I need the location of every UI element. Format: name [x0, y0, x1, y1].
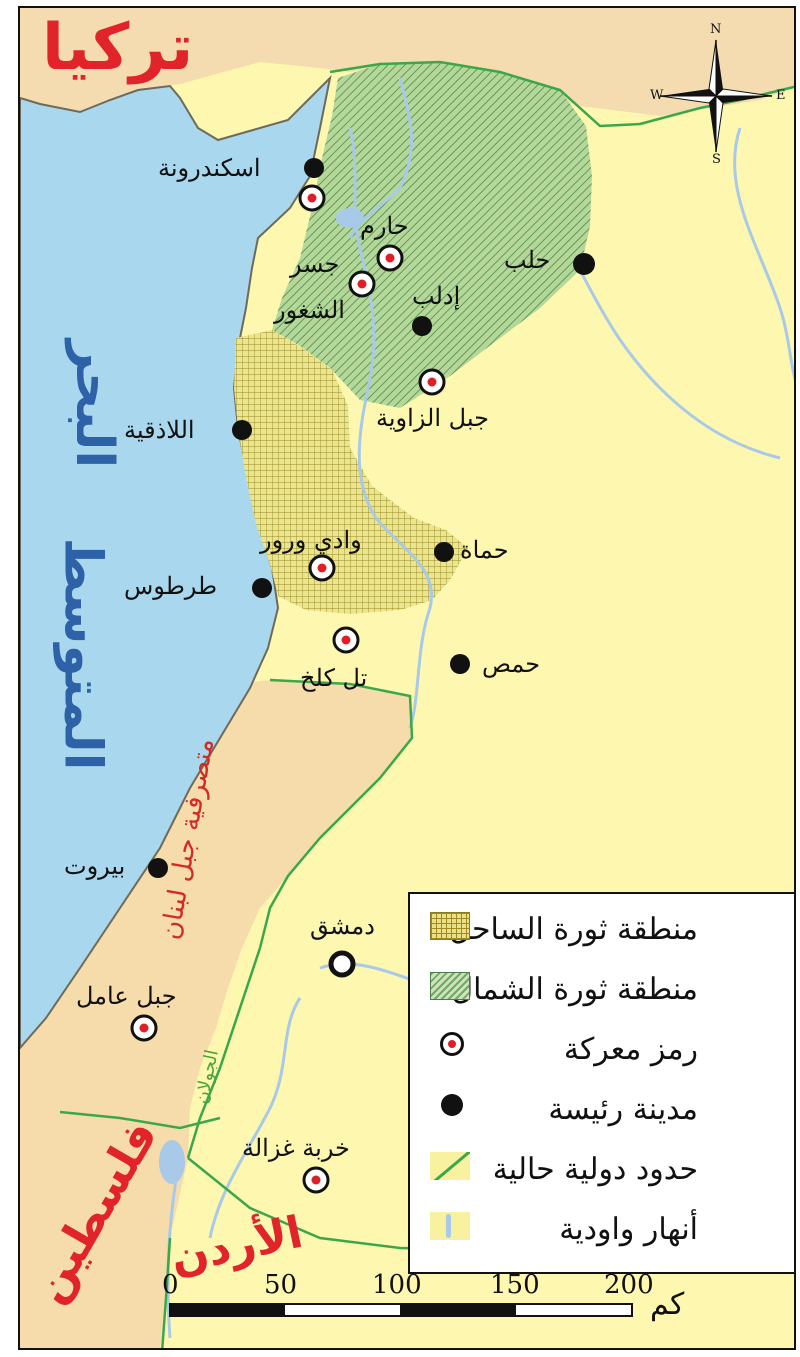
border-golan — [186, 947, 262, 1159]
compass-rose — [659, 39, 773, 153]
label-khirbet-ghazala: خربة غزالة — [242, 1134, 350, 1162]
latakia-dot — [232, 420, 252, 440]
scale-tick-150: 150 — [490, 1270, 540, 1300]
international-border-icon — [430, 1152, 470, 1180]
litani-river — [208, 997, 302, 1239]
label-sea-line2: المتوسط — [52, 537, 113, 771]
legend-item-border: حدود دولية حالية — [420, 1144, 788, 1190]
label-sea-line1: البحر — [64, 339, 125, 469]
label-iskenderun: اسكندرونة — [158, 154, 261, 182]
legend-item-rivers: أنهار واودية — [420, 1204, 788, 1250]
label-latakia: اللاذقية — [124, 416, 195, 444]
battle-symbol-icon — [440, 1032, 464, 1056]
label-beirut: بيروت — [64, 852, 126, 880]
amik-lake — [336, 208, 364, 228]
sea-area — [20, 74, 332, 1050]
label-idlib: إدلب — [412, 282, 461, 310]
northern-revolt-swatch — [430, 972, 470, 1000]
scale-tick-200: 200 — [604, 1270, 654, 1300]
border-lebanon-syria — [258, 678, 414, 949]
compass-e: E — [776, 88, 786, 103]
rivers-valleys-icon — [430, 1212, 470, 1240]
label-jisr-line2: الشغور — [274, 296, 345, 324]
euphrates-river — [733, 127, 794, 381]
legend-item-coastal: منطقة ثورة الساحل — [420, 904, 788, 950]
coastal-revolt-swatch — [430, 912, 470, 940]
label-tal-kalakh: تل كلخ — [300, 664, 368, 692]
map-canvas — [20, 8, 794, 1348]
tiberias-lake — [159, 1140, 185, 1184]
scale-unit: كم — [650, 1287, 685, 1322]
main-city-icon — [441, 1094, 463, 1116]
label-jabal-amel: جبل عامل — [76, 982, 177, 1010]
hama-dot — [434, 542, 454, 562]
border-palestine-jordan — [161, 1237, 172, 1348]
iskenderun-dot — [304, 158, 324, 178]
homs-dot — [450, 654, 470, 674]
label-tartus: طرطوس — [124, 572, 218, 600]
label-turkey: تركيا — [42, 11, 194, 85]
label-jisr-line1: جسر — [290, 250, 340, 278]
label-homs: حمص — [482, 650, 541, 678]
label-aleppo: حلب — [504, 246, 551, 274]
aleppo-dot — [573, 253, 595, 275]
legend-item-battle: رمز معركة — [420, 1024, 788, 1070]
orontes-river — [348, 127, 433, 729]
label-jabal-zawiya: جبل الزاوية — [376, 404, 489, 432]
label-hama: حماة — [460, 536, 509, 564]
scale-tick-0: 0 — [162, 1270, 179, 1300]
damascus-marker — [328, 950, 356, 978]
legend-label-border: حدود دولية حالية — [492, 1152, 698, 1187]
legend-label-northern: منطقة ثورة الشمال — [451, 972, 698, 1007]
map-frame: تركيا فلسطين الأردن البحر المتوسط متصرفي… — [18, 6, 796, 1350]
legend-label-rivers: أنهار واودية — [559, 1212, 698, 1247]
queiq-river — [578, 269, 781, 460]
scale-bar — [169, 1303, 633, 1317]
compass-w: W — [650, 88, 664, 103]
label-harem: حارم — [360, 212, 409, 240]
map-legend: منطقة ثورة الساحل منطقة ثورة الشمال رمز … — [408, 892, 794, 1274]
label-damascus: دمشق — [310, 912, 375, 940]
compass-s: S — [712, 152, 721, 167]
compass-n: N — [710, 22, 722, 37]
scale-tick-50: 50 — [264, 1270, 298, 1300]
legend-label-coastal: منطقة ثورة الساحل — [449, 912, 698, 947]
lebanon-palestine-land — [20, 680, 412, 1348]
label-wadi-warour: وادي ورور — [260, 526, 362, 554]
legend-item-northern: منطقة ثورة الشمال — [420, 964, 788, 1010]
legend-label-city: مدينة رئيسة — [548, 1092, 698, 1127]
border-lebanon-palestine — [59, 1110, 221, 1130]
idlib-dot — [412, 316, 432, 336]
tartus-dot — [252, 578, 272, 598]
scale-tick-100: 100 — [372, 1270, 422, 1300]
coastal-revolt-area — [234, 330, 468, 614]
legend-item-city: مدينة رئيسة — [420, 1084, 788, 1130]
legend-label-battle: رمز معركة — [563, 1032, 698, 1067]
northern-revolt-area — [272, 62, 592, 408]
beirut-dot — [148, 858, 168, 878]
battle-markers — [130, 184, 446, 1194]
